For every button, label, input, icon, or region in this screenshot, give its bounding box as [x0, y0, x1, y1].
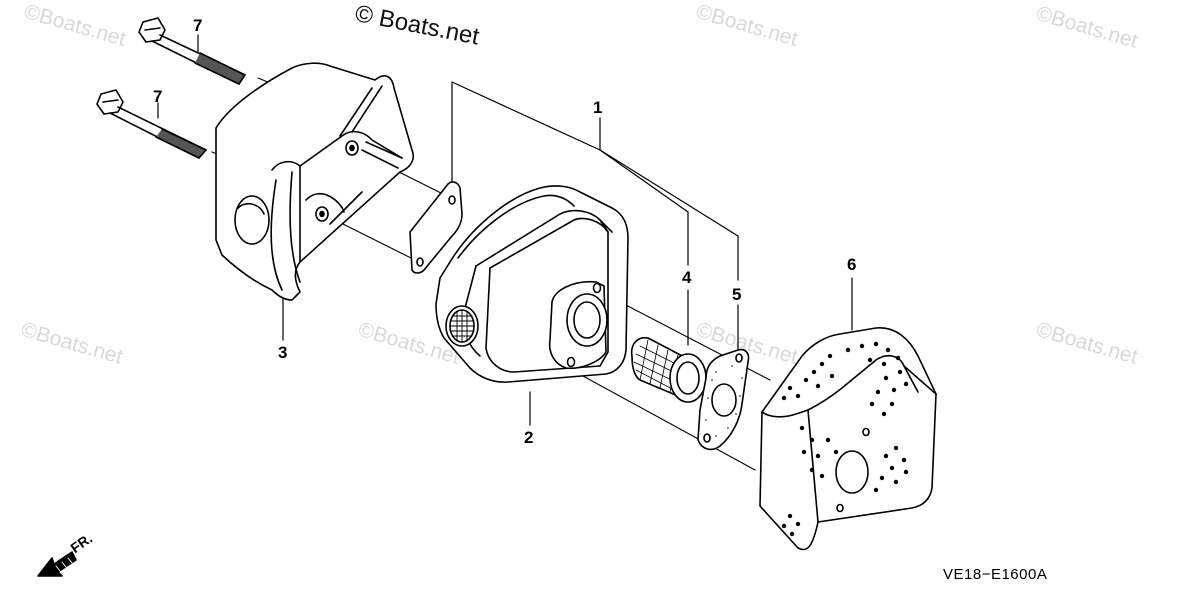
- callout-6: 6: [847, 255, 857, 274]
- bolt-7-lower: [96, 89, 207, 159]
- diagram-code: VE18−E1600A: [943, 566, 1048, 583]
- callout-3: 3: [278, 343, 288, 362]
- ring-gasket-4: [669, 353, 707, 403]
- callout-4: 4: [682, 268, 692, 287]
- front-direction-arrow: [37, 551, 77, 577]
- callout-1: 1: [593, 98, 603, 117]
- muffler-guard-6: [759, 327, 937, 551]
- leader-lines: [157, 34, 853, 426]
- bolt-7-upper: [138, 17, 246, 85]
- muffler-protector-3: [215, 62, 415, 301]
- callout-2: 2: [524, 428, 534, 447]
- callout-7-lower: 7: [153, 87, 163, 106]
- callout-7-upper: 7: [193, 16, 203, 35]
- muffler-2: [435, 185, 629, 383]
- gasket-small: [409, 181, 463, 274]
- flange-gasket-5: [697, 348, 750, 451]
- callout-5: 5: [732, 285, 742, 304]
